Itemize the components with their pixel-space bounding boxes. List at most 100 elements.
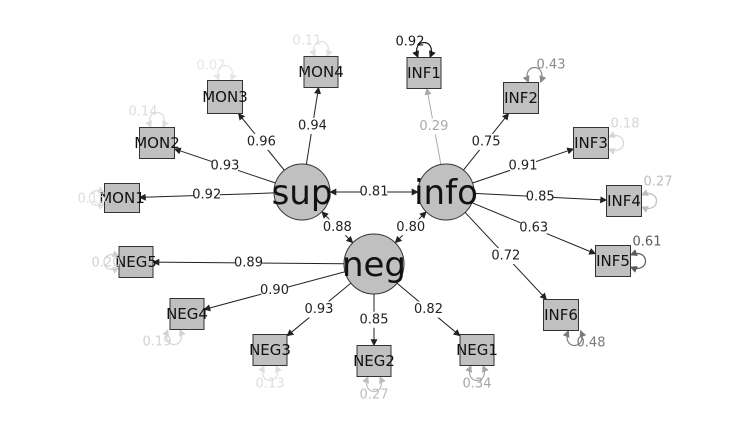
manifest-label-mon3: MON3 (202, 88, 248, 106)
manifest-node-neg3 (252, 334, 288, 366)
loading-value-inf3: 0.91 (509, 158, 538, 173)
residual-value-inf4: 0.27 (644, 175, 673, 190)
loading-label-bg (361, 311, 387, 328)
loading-value-neg5: 0.89 (234, 255, 263, 270)
latent-label-info: info (414, 173, 478, 213)
loading-value-inf2: 0.75 (472, 134, 501, 149)
manifest-label-mon4: MON4 (298, 63, 344, 81)
loading-value-neg1: 0.82 (414, 302, 443, 317)
loading-label-bg (420, 118, 447, 135)
covariance-label-bg (324, 219, 351, 236)
residual-value-neg4: 0.19 (143, 335, 172, 350)
residual-loop-neg5 (103, 250, 120, 274)
residual-value-neg2: 0.27 (360, 388, 389, 403)
manifest-label-inf4: INF4 (607, 192, 641, 210)
latent-label-neg: neg (342, 245, 406, 285)
residual-loop-neg4 (162, 328, 186, 345)
residual-loop-mon1 (89, 186, 106, 210)
loading-label-bg (520, 220, 547, 237)
manifest-label-neg4: NEG4 (166, 305, 208, 323)
residual-loop-inf3 (607, 131, 624, 155)
manifest-label-neg3: NEG3 (249, 341, 291, 359)
latent-node-neg (343, 233, 405, 295)
residual-loop-neg1 (465, 364, 489, 381)
labels-layer: 0.81 0.88 0.80 0.92 0.15 0.93 0.14 0.96 0.07 0.94… (78, 34, 673, 403)
loading-value-mon4: 0.94 (298, 118, 327, 133)
residual-value-mon4: 0.11 (293, 34, 322, 49)
loading-value-inf5: 0.63 (519, 221, 548, 236)
latent-node-sup (273, 163, 331, 221)
manifest-node-mon3 (207, 80, 243, 114)
manifest-label-neg5: NEG5 (115, 253, 157, 271)
covariance-value-sup-neg: 0.88 (323, 220, 352, 235)
residual-loop-mon2 (145, 112, 169, 129)
latent-node-info (417, 163, 475, 221)
residual-value-inf2: 0.43 (537, 58, 566, 73)
loading-value-mon2: 0.93 (211, 158, 240, 173)
loading-value-mon3: 0.96 (247, 134, 276, 149)
covariance-label-bg (361, 184, 387, 200)
manifest-node-neg1 (459, 334, 495, 366)
loading-value-inf4: 0.85 (526, 189, 555, 204)
residual-loop-inf5 (629, 249, 646, 273)
residual-value-inf5: 0.61 (633, 235, 662, 250)
manifest-label-mon2: MON2 (134, 134, 180, 152)
residual-value-mon2: 0.14 (129, 105, 158, 120)
latent-label-sup: sup (272, 173, 333, 213)
loading-label-bg (492, 247, 519, 264)
residual-value-inf1: 0.92 (396, 35, 425, 50)
residual-value-inf3: 0.18 (611, 117, 640, 132)
edges-layer (138, 86, 608, 347)
loading-label-bg (415, 301, 442, 318)
residual-loop-inf1 (412, 42, 436, 59)
residual-value-neg1: 0.34 (463, 377, 492, 392)
loading-label-bg (473, 133, 500, 150)
loading-label-bg (305, 301, 332, 318)
manifest-label-inf1: INF1 (407, 64, 441, 82)
residual-value-mon3: 0.07 (197, 59, 226, 74)
manifest-label-inf6: INF6 (544, 306, 578, 324)
loading-value-neg3: 0.93 (304, 302, 333, 317)
manifest-label-mon1: MON1 (99, 189, 145, 207)
residual-loop-inf4 (640, 189, 657, 213)
manifest-label-inf2: INF2 (504, 89, 538, 107)
loading-value-inf6: 0.72 (491, 248, 520, 263)
nodes-layer: MON1 MON2 MON3 MON4 INF1INF2INF3INF4INF5INF6… (99, 56, 642, 377)
loading-value-inf1: 0.29 (419, 119, 448, 134)
loading-label-bg (299, 117, 326, 134)
manifest-node-inf2 (503, 82, 539, 114)
manifest-node-neg4 (169, 298, 205, 330)
loading-value-mon1: 0.92 (192, 188, 221, 203)
residual-value-neg3: 0.13 (256, 377, 285, 392)
loading-label-bg (235, 254, 262, 271)
loading-value-neg4: 0.90 (260, 283, 289, 298)
residual-value-inf6: 0.48 (577, 336, 606, 351)
loading-label-bg (527, 188, 554, 205)
loading-label-bg (211, 157, 238, 174)
manifest-node-inf5 (595, 245, 631, 277)
residual-value-mon1: 0.15 (78, 192, 107, 207)
manifest-node-neg5 (118, 246, 154, 278)
manifest-node-mon2 (139, 127, 175, 159)
residuals-layer (89, 41, 657, 392)
residual-loop-inf6 (562, 329, 587, 346)
manifest-node-inf1 (406, 57, 442, 89)
covariance-value-info-neg: 0.80 (396, 220, 425, 235)
manifest-node-mon1 (104, 183, 140, 213)
residual-loop-neg3 (258, 364, 282, 381)
residual-loop-inf2 (522, 67, 547, 84)
manifest-label-neg2: NEG2 (353, 352, 395, 370)
manifest-label-inf3: INF3 (574, 134, 608, 152)
covariance-value-sup-info: 0.81 (360, 185, 389, 200)
loading-label-bg (248, 133, 275, 150)
residual-loop-mon3 (213, 65, 237, 82)
loading-value-neg2: 0.85 (360, 312, 389, 327)
manifest-label-inf5: INF5 (596, 252, 630, 270)
manifest-node-inf4 (606, 185, 642, 217)
manifest-label-neg1: NEG1 (456, 341, 498, 359)
covariance-label-bg (397, 219, 424, 236)
loading-label-bg (193, 187, 220, 204)
residual-loop-mon4 (309, 41, 333, 58)
loading-label-bg (510, 157, 537, 174)
